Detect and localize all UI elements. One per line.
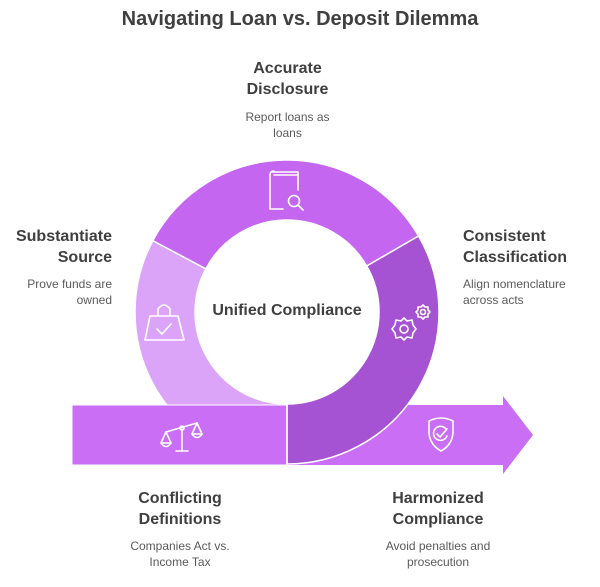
gears-icon	[391, 304, 431, 341]
step-title: Harmonized Compliance	[392, 490, 484, 528]
shopping-bag-check-icon	[144, 304, 185, 341]
step-description: Avoid penalties and prosecution	[385, 539, 491, 569]
step-description: Align nomenclature across acts	[463, 277, 566, 307]
step-description: Prove funds are owned	[27, 277, 112, 307]
book-search-icon	[269, 170, 304, 211]
step-title: Accurate Disclosure	[246, 60, 329, 98]
bar-conflicting-definitions	[71, 404, 288, 466]
step-title: Consistent Classification	[463, 228, 568, 266]
scales-icon	[160, 422, 203, 452]
step-description: Report loans as loans	[245, 110, 330, 140]
center-label: Unified Compliance	[212, 302, 362, 319]
step-description: Companies Act vs. Income Tax	[130, 539, 230, 569]
step-title: Conflicting Definitions	[138, 490, 222, 528]
step-title: Substantiate Source	[15, 228, 112, 266]
segment-consistent-classification	[286, 234, 440, 465]
shield-check-icon	[428, 417, 454, 452]
segment-accurate-disclosure	[151, 159, 420, 270]
diagram-title: Navigating Loan vs. Deposit Dilemma	[121, 8, 479, 30]
